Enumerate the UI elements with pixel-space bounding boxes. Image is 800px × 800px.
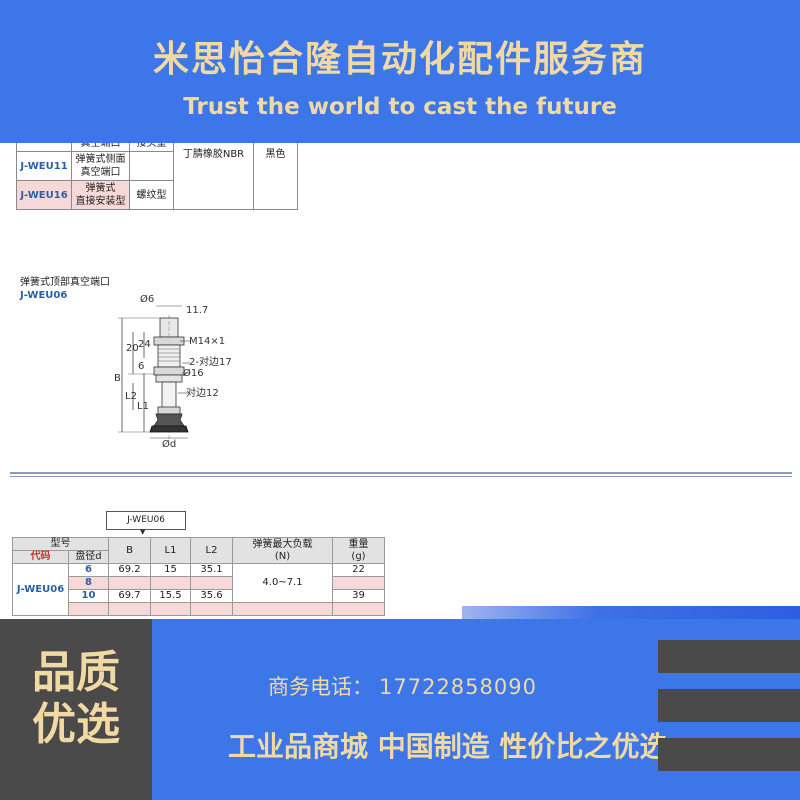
code-cell: J-WEU16 xyxy=(16,180,72,210)
divider xyxy=(10,476,792,477)
label-l1: L1 xyxy=(137,401,149,412)
label-20: 20 xyxy=(126,343,139,354)
l2-cell: 35.1 xyxy=(190,563,233,577)
spring-load-cell: 4.0~7.1 xyxy=(232,563,333,603)
technical-drawing: Ø6 11.7 M14×1 2-对边17 Ø16 对边12 Ød B 20 24… xyxy=(114,293,232,450)
spring-label: 弹簧最大负载 xyxy=(252,538,313,550)
table-cell xyxy=(150,602,191,616)
header-spring: 弹簧最大负载(N) xyxy=(232,537,333,564)
quality-line: 优选 xyxy=(32,699,120,750)
pad-dia-cell: 10 xyxy=(68,589,109,603)
label-hex2: 对边12 xyxy=(186,386,219,399)
weight-cell: 22 xyxy=(332,563,385,577)
slogan: 工业品商城 中国制造 性价比之优选 xyxy=(228,730,668,763)
label-24: 24 xyxy=(138,339,151,350)
port-line: 弹簧式 xyxy=(85,183,116,194)
table-cell: 接头型 xyxy=(129,143,174,152)
table-cell xyxy=(190,602,233,616)
l2-cell: 35.6 xyxy=(190,589,233,603)
table-cell xyxy=(108,602,151,616)
decorative-bar xyxy=(658,738,800,771)
pad-dia-cell: 8 xyxy=(68,576,109,590)
banner-subtitle: Trust the world to cast the future xyxy=(183,94,617,120)
label-117: 11.7 xyxy=(186,305,208,316)
table-cell: 螺纹型 xyxy=(129,180,174,210)
header-pad-dia: 盘径d xyxy=(68,550,109,564)
color-cell: 黑色 xyxy=(253,143,298,210)
quality-badge: 品质 优选 xyxy=(0,619,152,800)
spring-unit: (N) xyxy=(274,550,291,562)
divider xyxy=(10,472,792,474)
code-cell: J-WEU11 xyxy=(16,151,72,181)
table-cell xyxy=(68,602,109,616)
l1-cell: 15 xyxy=(150,563,191,577)
table-cell: 真空端口 xyxy=(71,143,130,152)
pad-dia-cell: 6 xyxy=(68,563,109,577)
banner-title: 米思怡合隆自动化配件服务商 xyxy=(152,39,647,80)
label-top-dia: Ø6 xyxy=(140,293,154,305)
table-row: J-WEU06 6 69.2 15 35.1 4.0~7.1 22 xyxy=(12,563,385,616)
table-header-row: 型号 B L1 L2 弹簧最大负载(N) 重量(g) xyxy=(12,537,385,564)
business-phone: 商务电话：17722858090 xyxy=(268,671,537,701)
weight-label: 重量 xyxy=(348,538,369,550)
header-weight: 重量(g) xyxy=(332,537,385,564)
section-title: 弹簧式顶部真空端口 xyxy=(20,277,110,288)
l1-cell: 15.5 xyxy=(150,589,191,603)
weight-cell: 39 xyxy=(332,589,385,603)
header-l1: L1 xyxy=(150,537,191,564)
port-line: 弹簧式侧面 xyxy=(75,154,126,165)
table-cell: 弹簧式侧面真空端口 xyxy=(71,151,130,181)
header-l2: L2 xyxy=(190,537,233,564)
label-hex1: 2-对边17 xyxy=(189,355,232,368)
down-arrow-icon: ▼ xyxy=(140,528,146,536)
table-cell xyxy=(332,602,385,616)
table-cell: 弹簧式直接安装型 xyxy=(71,180,130,210)
phone-number[interactable]: 17722858090 xyxy=(379,675,537,699)
top-banner: 米思怡合隆自动化配件服务商 Trust the world to cast th… xyxy=(0,0,800,143)
label-pad-dia: Ød xyxy=(162,438,176,450)
label-dia16: Ø16 xyxy=(183,367,204,379)
bottom-banner: 品质 优选 商务电话：17722858090 工业品商城 中国制造 性价比之优选 xyxy=(0,619,800,800)
material-cell: 丁腈橡胶NBR xyxy=(173,143,254,210)
catalog-area: 真空端口 接头型 丁腈橡胶NBR 黑色 J-WEU11 弹簧式侧面真空端口 J-… xyxy=(0,143,800,619)
weight-unit: (g) xyxy=(351,550,366,562)
quality-line: 品质 xyxy=(32,647,120,698)
header-b: B xyxy=(108,537,151,564)
b-cell: 69.2 xyxy=(108,563,151,577)
spec-table-top: 真空端口 接头型 丁腈橡胶NBR 黑色 J-WEU11 弹簧式侧面真空端口 J-… xyxy=(16,143,298,210)
header-model: 型号 xyxy=(12,537,109,551)
header-code: 代码 xyxy=(12,550,69,564)
phone-label: 商务电话： xyxy=(268,675,373,699)
label-thread: M14×1 xyxy=(189,336,225,347)
decorative-strip xyxy=(462,606,800,619)
model-tab: J-WEU06 xyxy=(106,511,186,530)
table-row xyxy=(12,602,385,616)
quality-text: 品质 优选 xyxy=(0,647,152,751)
table-cell xyxy=(232,602,333,616)
l1-cell xyxy=(150,576,191,590)
label-l2: L2 xyxy=(125,391,137,402)
weight-cell xyxy=(332,576,385,590)
label-6: 6 xyxy=(138,361,144,372)
section-code: J-WEU06 xyxy=(20,290,68,301)
table-cell xyxy=(129,151,174,181)
section-heading: 弹簧式顶部真空端口 J-WEU06 xyxy=(20,276,110,302)
b-cell xyxy=(108,576,151,590)
spec-table-bottom: 型号 B L1 L2 弹簧最大负载(N) 重量(g) 代码 盘径d J-WEU0… xyxy=(12,537,385,616)
b-cell: 69.7 xyxy=(108,589,151,603)
port-line: 真空端口 xyxy=(80,167,121,178)
port-line: 直接安装型 xyxy=(75,196,126,207)
l2-cell xyxy=(190,576,233,590)
table-cell xyxy=(16,143,72,152)
label-b: B xyxy=(114,373,121,384)
decorative-bar xyxy=(658,640,800,673)
table-row: J-WEU11 弹簧式侧面真空端口 xyxy=(16,151,298,181)
decorative-bar xyxy=(658,689,800,722)
table-row: 真空端口 接头型 丁腈橡胶NBR 黑色 xyxy=(16,143,298,210)
code-cell: J-WEU06 xyxy=(12,563,69,616)
table-row: 10 69.7 15.5 35.6 39 xyxy=(13,589,385,603)
